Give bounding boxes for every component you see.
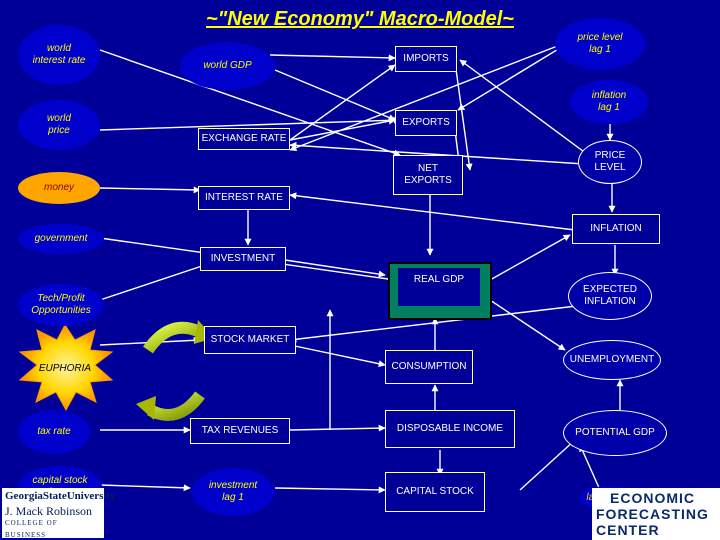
node-tax-rate: tax rate: [18, 410, 90, 454]
efc-logo-line3: CENTER: [596, 522, 660, 538]
node-inflation: INFLATION: [572, 214, 660, 244]
wire-money-interest: [99, 186, 201, 194]
node-tech-profit: Tech/Profit Opportunities: [18, 284, 104, 326]
efc-logo-line2: FORECASTING: [596, 506, 709, 522]
node-world-interest-rate: world interest rate: [18, 25, 100, 85]
node-government: government: [18, 224, 104, 254]
node-money: money: [18, 172, 100, 204]
wire-investment-realgdp: [284, 259, 386, 278]
node-world-price: world price: [18, 100, 100, 150]
wire-worldgdp-exports: [274, 69, 396, 121]
node-net-exports: NET EXPORTS: [393, 155, 463, 195]
node-imports: IMPORTS: [395, 46, 457, 72]
wire-pricelag-exchange: [289, 44, 561, 151]
wire-pricelag-exports: [457, 44, 566, 111]
wire-labor-potential: [579, 444, 601, 491]
wire-taxrev-disposable: [289, 424, 386, 432]
node-capital-stock: CAPITAL STOCK: [385, 472, 485, 512]
wire-inflation-interest: [289, 192, 576, 231]
wire-stock-consumption: [289, 344, 386, 368]
wire-price-imports: [459, 59, 596, 161]
node-investment: INVESTMENT: [200, 247, 286, 271]
wire-realgdp-inflation: [489, 234, 571, 281]
node-real-gdp: REAL GDP: [398, 268, 480, 306]
wire-worldgdp-imports: [269, 54, 396, 62]
node-euphoria: EUPHORIA: [38, 363, 92, 374]
euphoria-starburst: [18, 324, 114, 412]
node-expected-inflation: EXPECTED INFLATION: [568, 272, 652, 320]
gsu-logo-line3: COLLEGE OF BUSINESS: [5, 519, 58, 539]
wire-imports-netexports: [454, 61, 473, 171]
node-inflation-lag1: inflation lag 1: [570, 80, 648, 124]
node-price-level: PRICE LEVEL: [578, 140, 642, 184]
cycle-arrow-bottom: [147, 391, 205, 421]
wire-capitallag-invlag: [99, 484, 191, 492]
node-interest-rate: INTEREST RATE: [198, 186, 290, 210]
node-price-level-lag1: price level lag 1: [555, 18, 645, 70]
node-disposable-income: DISPOSABLE INCOME: [385, 410, 515, 448]
wire-exchange-imports: [289, 64, 396, 141]
wire-capital-potential: [519, 439, 576, 491]
node-stock-market: STOCK MARKET: [204, 326, 296, 354]
gsu-logo: GeorgiaStateUniversity J. Mack Robinson …: [2, 488, 116, 539]
node-exports: EXPORTS: [395, 110, 457, 136]
node-potential-gdp: POTENTIAL GDP: [563, 410, 667, 456]
gsu-logo-line1: GeorgiaStateUniversity: [5, 490, 116, 502]
wire-worldprice-exports: [99, 116, 401, 131]
cycle-arrow-top: [143, 321, 203, 354]
gsu-logo-line2: J. Mack Robinson: [5, 504, 92, 518]
efc-logo: ECONOMIC FORECASTING CENTER: [592, 488, 720, 540]
node-investment-lag1: investment lag 1: [192, 468, 274, 516]
wire-world-interest-to-interest: [99, 49, 401, 157]
wire-realgdp-unemployment: [489, 299, 566, 351]
wire-invlag-capital: [274, 486, 386, 494]
efc-logo-line1: ECONOMIC: [610, 490, 695, 506]
node-unemployment: UNEMPLOYMENT: [563, 340, 661, 380]
node-consumption: CONSUMPTION: [385, 350, 473, 384]
node-exchange-rate: EXCHANGE RATE: [198, 128, 290, 150]
diagram-title: ~"New Economy" Macro-Model~: [206, 8, 514, 30]
node-tax-revenues: TAX REVENUES: [190, 418, 290, 444]
node-world-gdp: world GDP: [180, 42, 275, 90]
